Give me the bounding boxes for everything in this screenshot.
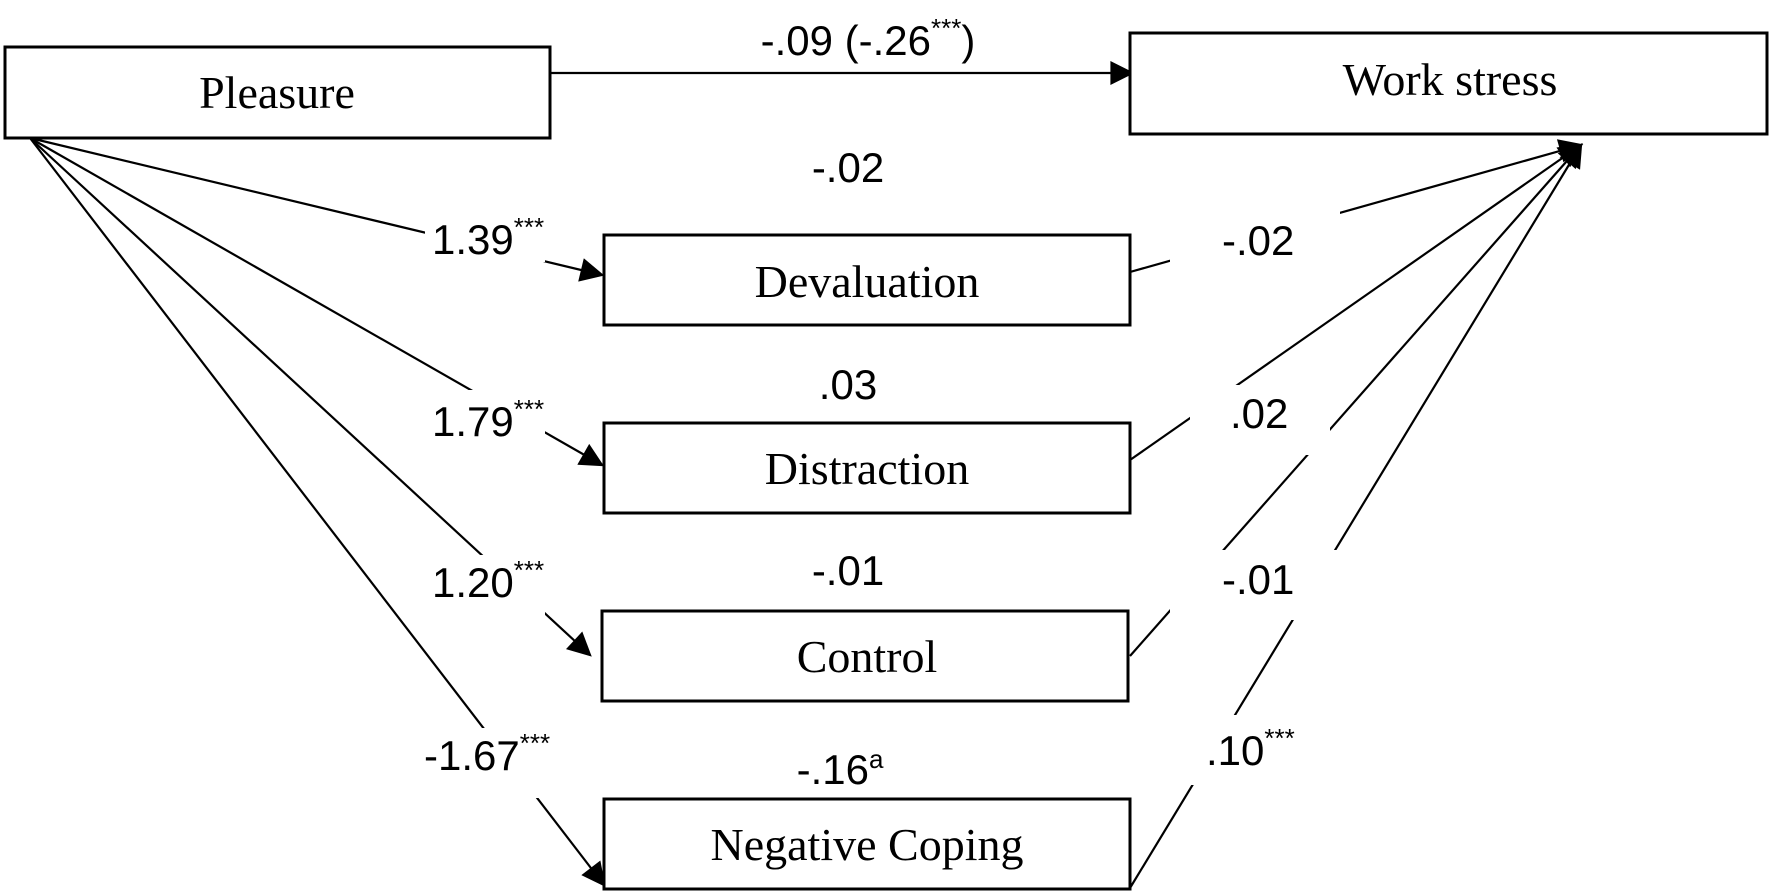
- svg-text:Negative Coping: Negative Coping: [711, 819, 1024, 870]
- node-pleasure: Pleasure: [3, 45, 552, 140]
- b-path-coefficient-negative-coping: .10***: [1206, 723, 1295, 774]
- indirect-effect-negative-coping: -.16a: [797, 744, 884, 793]
- node-devaluation: Devaluation: [602, 233, 1132, 327]
- b-path-coefficient-distraction: .02: [1230, 390, 1288, 437]
- a-path-coefficient-control: 1.20***: [432, 555, 544, 606]
- node-control: Control: [600, 609, 1130, 703]
- direct-path-coefficient: -.09 (-.26***): [761, 13, 976, 64]
- indirect-effect-devaluation: -.02: [812, 144, 884, 191]
- a-path-coefficient-devaluation: 1.39***: [432, 212, 544, 263]
- svg-text:Pleasure: Pleasure: [199, 67, 355, 118]
- node-negative-coping: Negative Coping: [602, 797, 1132, 891]
- svg-text:Distraction: Distraction: [765, 443, 969, 494]
- indirect-effect-control: -.01: [812, 547, 884, 594]
- indirect-effect-distraction: .03: [819, 361, 877, 408]
- node-work-stress: Work stress: [1128, 31, 1769, 136]
- svg-text:Devaluation: Devaluation: [755, 256, 980, 307]
- b-path-coefficient-devaluation: -.02: [1222, 217, 1294, 264]
- svg-text:Control: Control: [797, 631, 938, 682]
- svg-text:Work stress: Work stress: [1343, 54, 1558, 105]
- node-distraction: Distraction: [602, 421, 1132, 515]
- a-path-coefficient-distraction: 1.79***: [432, 394, 544, 445]
- a-path-coefficient-negative-coping: -1.67***: [424, 728, 550, 779]
- b-path-coefficient-control: -.01: [1222, 556, 1294, 603]
